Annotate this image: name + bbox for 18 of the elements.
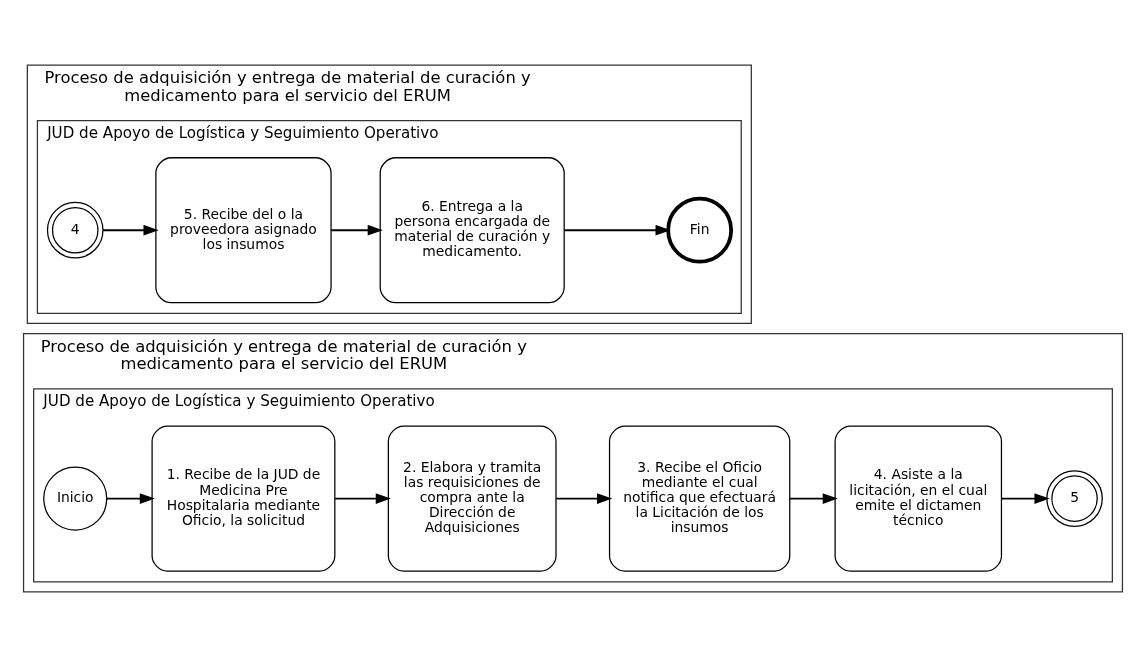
node-circle: 5 (1046, 469, 1103, 527)
node-box: 1. Recibe de la JUD de Medicina Pre Hospitalaria mediante Oficio, la solicitud (151, 425, 336, 572)
node-circle: Inicio (43, 466, 108, 531)
arrow (789, 492, 838, 504)
arrow (1000, 492, 1050, 504)
node-box: 2. Elabora y tramita las requisiciones de compra ante la Dirección de Adquisiciones (387, 425, 557, 572)
node-box: 5. Recibe del o la proveedora asignado los insumos (155, 156, 332, 303)
node-circle: Fin (666, 196, 734, 264)
node-circle: 4 (46, 201, 104, 259)
node-box: 4. Asiste a la licitación, en el cual emite el dictamen técnico (834, 425, 1003, 572)
arrow (102, 224, 159, 235)
arrow (105, 492, 155, 504)
arrow (330, 224, 383, 235)
arrow (555, 492, 613, 504)
node-box: 3. Recibe el Oficio mediante el cual notifica que efectuará la Licitación de los insumos (608, 425, 791, 572)
node-box: 6. Entrega a la persona encargada de material de curación y medicamento. (379, 156, 565, 303)
arrow (334, 492, 391, 504)
arrow (563, 224, 671, 235)
